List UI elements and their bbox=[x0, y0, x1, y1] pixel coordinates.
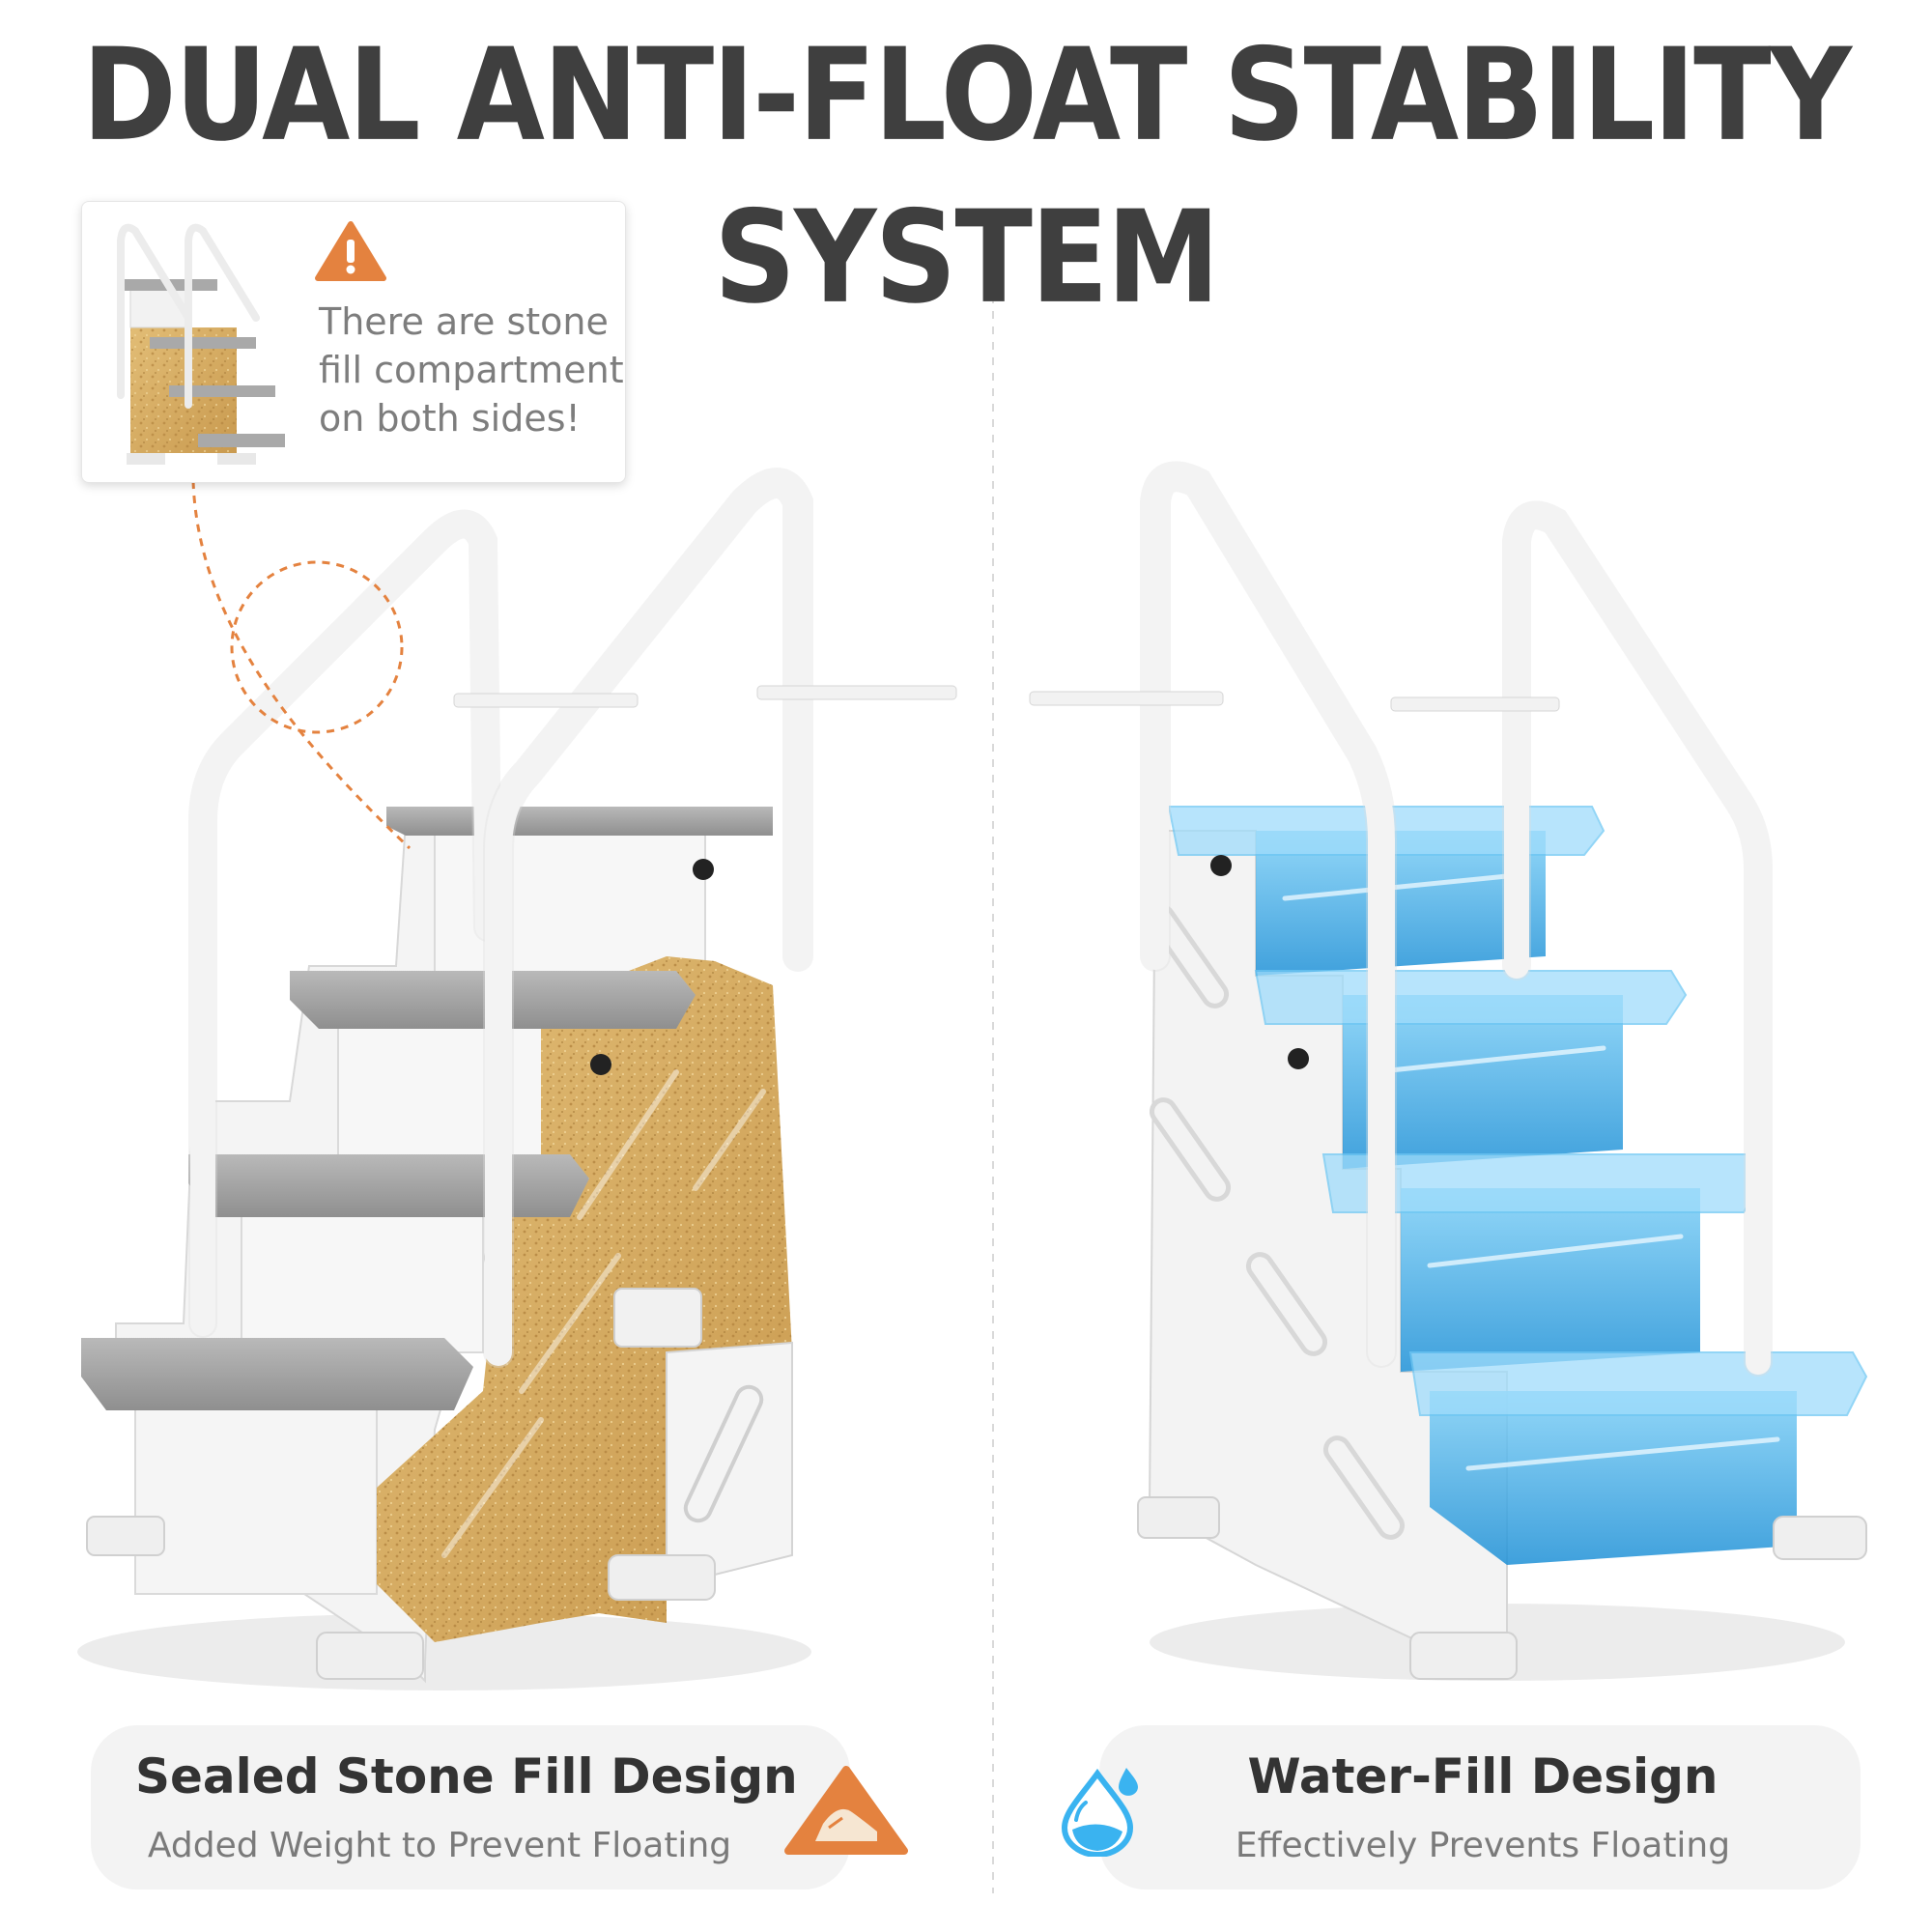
water-fill-title: Water-Fill Design bbox=[1247, 1748, 1719, 1804]
callout-text: There are stone fill compartment on both… bbox=[319, 298, 628, 442]
callout-line: on both sides! bbox=[319, 397, 581, 440]
callout-line: fill compartment bbox=[319, 349, 624, 391]
stair-thumbnail bbox=[117, 223, 285, 465]
stone-fill-subtitle: Added Weight to Prevent Floating bbox=[147, 1826, 732, 1865]
page-title: DUAL ANTI-FLOAT STABILITY SYSTEM bbox=[81, 19, 1852, 332]
stone-fill-panel bbox=[91, 1725, 850, 1889]
stone-pile-icon bbox=[784, 1766, 908, 1855]
water-fill-subtitle: Effectively Prevents Floating bbox=[1235, 1826, 1731, 1865]
stone-fill-title: Sealed Stone Fill Design bbox=[135, 1748, 798, 1804]
water-drop-icon bbox=[1061, 1768, 1138, 1857]
water-fill-panel bbox=[1099, 1725, 1861, 1889]
stone-fill-stairs bbox=[77, 468, 957, 1690]
water-fill-stairs bbox=[1029, 461, 1868, 1681]
warning-triangle-icon bbox=[315, 221, 386, 281]
callout-line: There are stone bbox=[319, 300, 609, 343]
stone-compartment-callout bbox=[81, 201, 626, 483]
callout-pointer bbox=[191, 480, 412, 850]
